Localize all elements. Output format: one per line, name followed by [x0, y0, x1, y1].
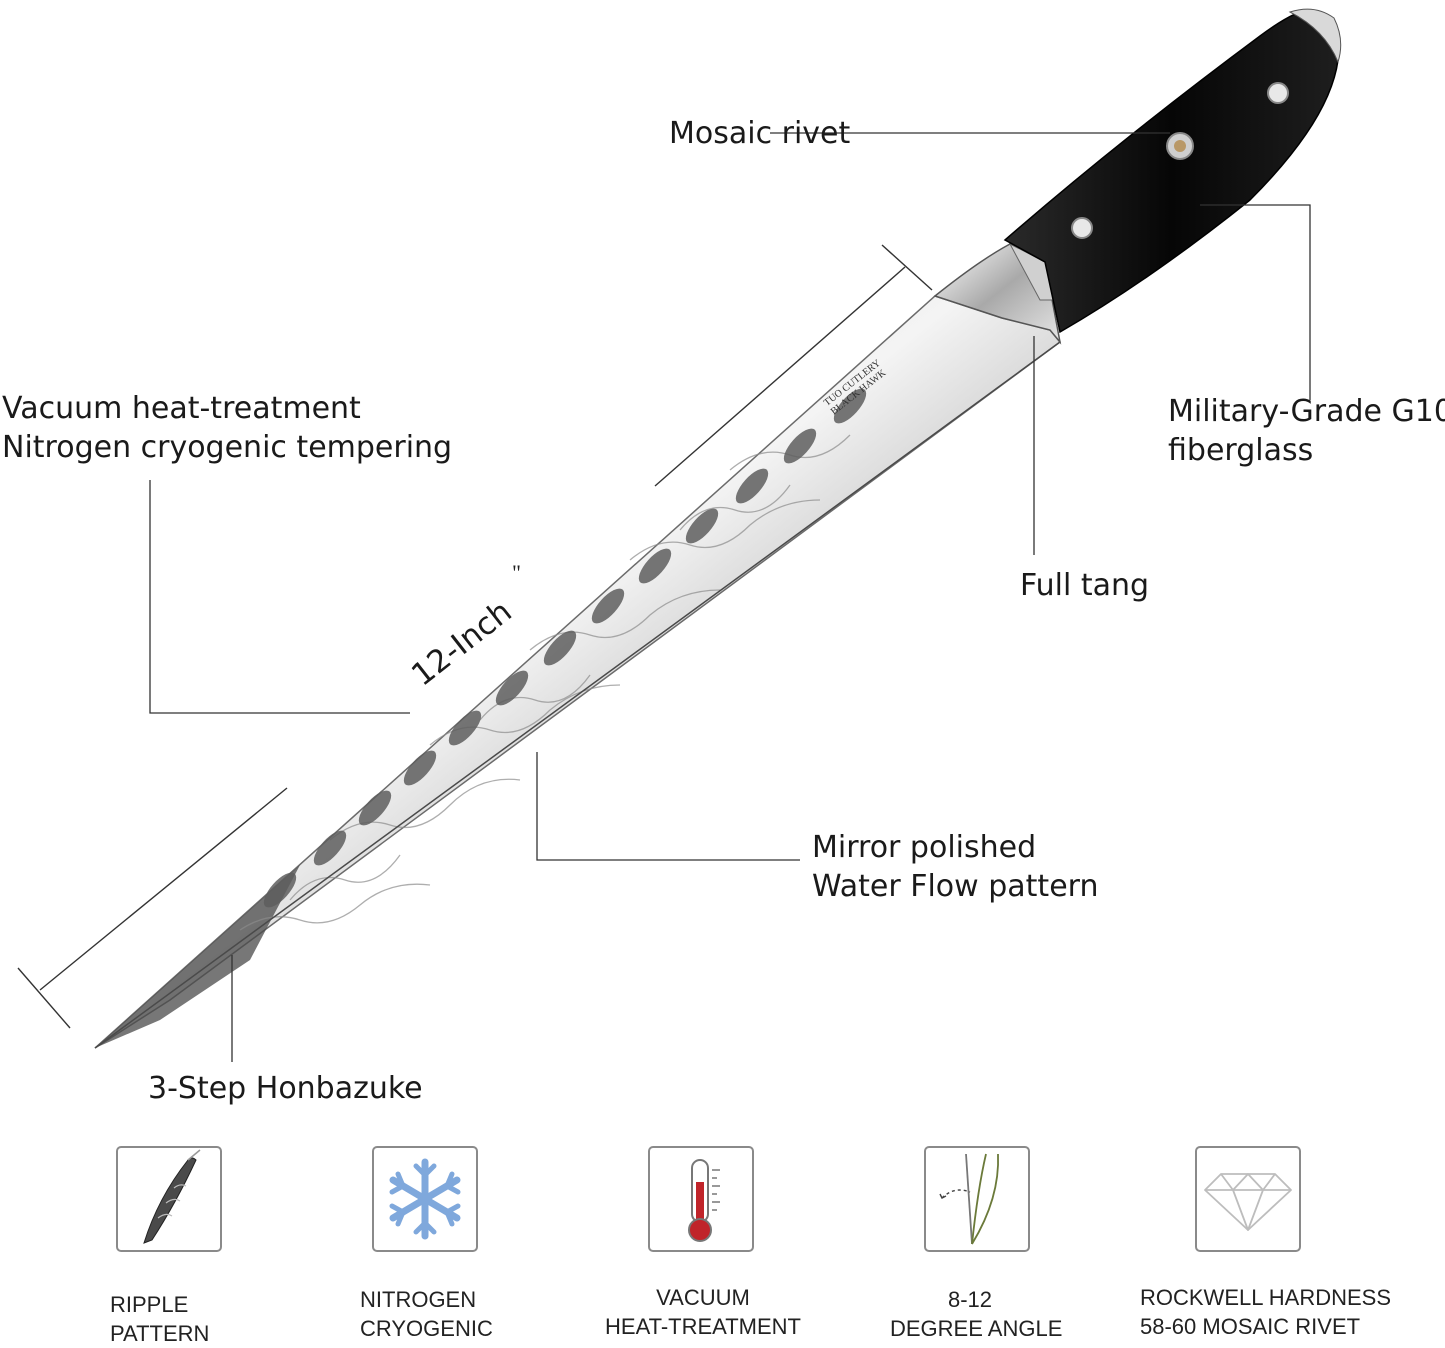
feature-cryogenic-caption: NITROGEN CRYOGENIC — [360, 1287, 493, 1341]
ripple-pattern-icon — [143, 1149, 201, 1244]
thermometer-icon — [688, 1159, 720, 1242]
feature-hardness-caption: ROCKWELL HARDNESS 58-60 MOSAIC RIVET — [1140, 1285, 1392, 1339]
callout-full-tang: Full tang — [1020, 568, 1150, 603]
feature-ripple-box — [116, 1146, 222, 1252]
callout-mirror: Mirror polished Water Flow pattern — [812, 830, 1099, 904]
degree-angle-icon — [939, 1153, 999, 1245]
feature-angle-box — [924, 1146, 1030, 1252]
feature-ripple-caption: RIPPLE PATTERN — [110, 1292, 210, 1346]
snowflake-icon — [389, 1158, 461, 1240]
diamond-icon — [1204, 1173, 1292, 1231]
feature-hardness-box — [1195, 1146, 1301, 1252]
rivets — [1071, 82, 1289, 239]
feature-vacuum-box — [648, 1146, 754, 1252]
callout-g10: Military-Grade G10 fiberglass — [1168, 394, 1445, 468]
feature-cryogenic-box — [372, 1146, 478, 1252]
inch-mark-label: " — [512, 560, 521, 585]
feature-angle-caption: 8-12 DEGREE ANGLE — [890, 1287, 1063, 1341]
handle — [1003, 9, 1339, 334]
callout-honbazuke: 3-Step Honbazuke — [148, 1071, 423, 1106]
callout-vacuum: Vacuum heat-treatment Nitrogen cryogenic… — [2, 391, 453, 465]
callout-mosaic-rivet: Mosaic rivet — [669, 116, 851, 151]
feature-vacuum-caption: VACUUM HEAT-TREATMENT — [605, 1285, 801, 1339]
